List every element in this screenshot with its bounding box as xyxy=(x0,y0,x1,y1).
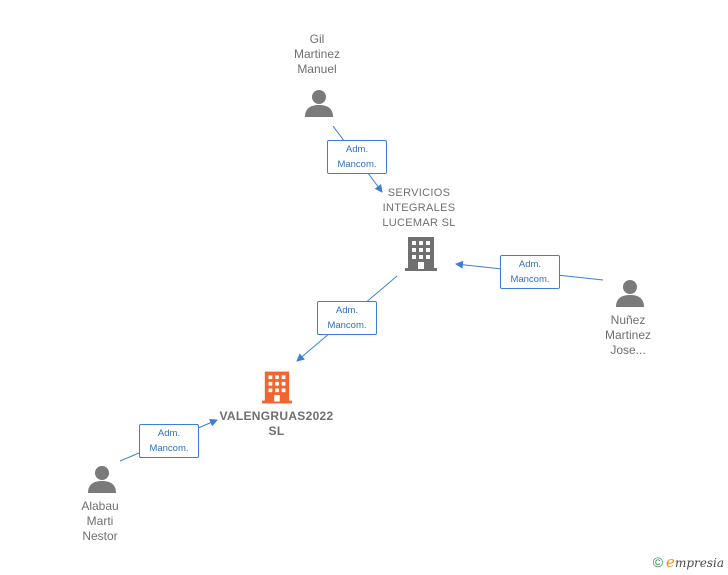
brand-logo-initial: e xyxy=(666,553,675,571)
relation-type: Adm. xyxy=(335,305,359,316)
company-name-valengruas[interactable]: VALENGRUAS2022 SL xyxy=(219,409,334,438)
relation-type: Adm. xyxy=(518,259,542,270)
relation-badge-gil-servicios[interactable]: Adm. Mancom. xyxy=(327,140,387,174)
building-icon[interactable] xyxy=(262,371,292,404)
relation-type: Adm. xyxy=(345,144,369,155)
person-name-gil[interactable]: Gil Martinez Manuel xyxy=(293,32,340,76)
person-name-alabau[interactable]: Alabau Marti Nestor xyxy=(81,499,119,543)
person-icon[interactable] xyxy=(304,88,334,118)
relation-badge-servicios-valengruas[interactable]: Adm. Mancom. xyxy=(317,301,377,335)
brand-logo-text: mpresia xyxy=(674,556,724,570)
relation-badge-alabau-valengruas[interactable]: Adm. Mancom. xyxy=(139,424,199,458)
person-icon[interactable] xyxy=(615,278,645,308)
relation-type: Adm. xyxy=(157,428,181,439)
person-icon[interactable] xyxy=(87,464,117,494)
relation-subtype: Mancom. xyxy=(337,159,377,170)
person-name-nunez[interactable]: Nuñez Martinez Jose... xyxy=(604,313,651,357)
relation-subtype: Mancom. xyxy=(327,320,367,331)
relation-subtype: Mancom. xyxy=(510,274,550,285)
copyright-symbol: © xyxy=(652,554,664,570)
brand-footer[interactable]: ©empresia xyxy=(653,553,724,571)
company-name-servicios[interactable]: SERVICIOS INTEGRALES LUCEMAR SL xyxy=(382,187,456,229)
relation-subtype: Mancom. xyxy=(149,443,189,454)
relation-badge-nunez-servicios[interactable]: Adm. Mancom. xyxy=(500,255,560,289)
building-icon[interactable] xyxy=(405,237,437,271)
